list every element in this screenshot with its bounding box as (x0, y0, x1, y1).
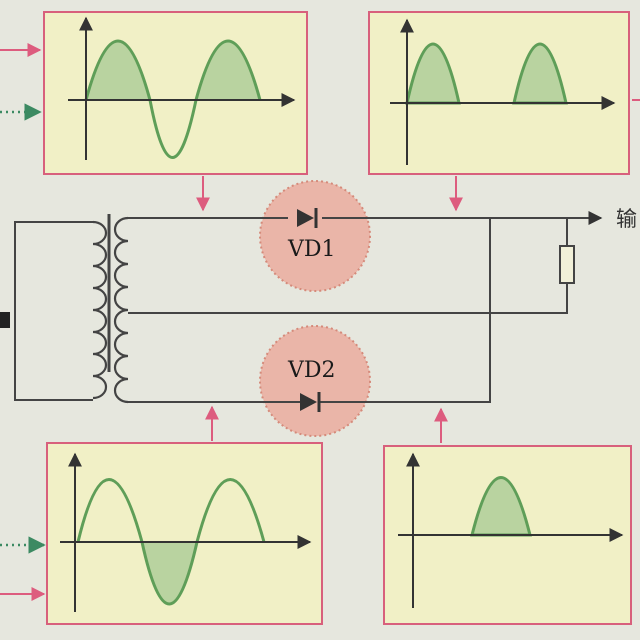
waveform-panel-output-top (368, 11, 630, 175)
vd1-label: VD1 (287, 237, 336, 262)
primary-wire (14, 221, 93, 401)
bottom-rail-wire (128, 218, 491, 403)
diode-vd2-triangle (300, 393, 317, 411)
vd2-highlight-circle (259, 325, 371, 437)
panel-frame (43, 11, 308, 175)
panel-frame (46, 442, 323, 625)
primary-coil (92, 220, 108, 400)
wave-shaded-area (86, 41, 260, 100)
wave-shaded-area (470, 476, 532, 537)
diode-vd1-triangle (297, 209, 314, 227)
vd2-label: VD2 (287, 358, 336, 383)
diode-vd2 (300, 392, 321, 412)
waveform-panel-input-bottom (46, 442, 323, 625)
sine-wave (84, 39, 262, 159)
wave-shaded-area (405, 42, 568, 105)
center-tap-wire (128, 283, 568, 314)
pointer-arrows (0, 43, 640, 601)
waveform-panel-output-bottom (383, 445, 632, 625)
output-label: 输 (616, 207, 637, 231)
vd1-highlight-circle (259, 180, 371, 292)
secondary-coil (113, 216, 129, 404)
load-resistor (559, 245, 575, 284)
waveform-panel-input-top (43, 11, 308, 175)
circuit-wiring (14, 218, 601, 403)
transformer (92, 214, 129, 404)
sine-wave (76, 478, 266, 606)
input-terminal (0, 312, 10, 328)
diode-vd1 (297, 208, 318, 228)
